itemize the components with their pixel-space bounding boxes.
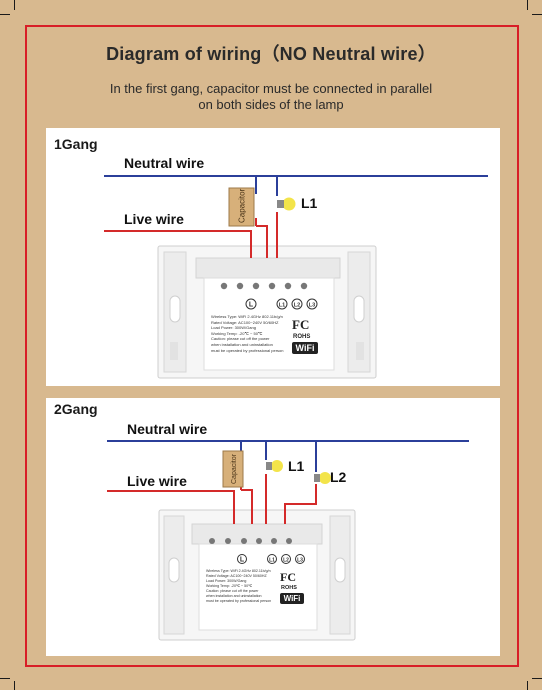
gang2-spec-line: Rated Voltage: AC100~240V 50/60HZ <box>206 574 267 578</box>
gang1-terminal-screws <box>220 282 308 290</box>
crop-mark <box>527 681 528 690</box>
gang2-neutral-label: Neutral wire <box>127 421 208 437</box>
gang1-label: 1Gang <box>54 136 98 152</box>
gang2-terminal-screws <box>209 538 292 544</box>
gang2-fc-mark: FC <box>280 570 296 584</box>
gang1-spec-line: Wireless Type: WiFi 2.4GHz 802.11b/g/n <box>211 314 283 319</box>
gang1-lamp1-icon <box>277 197 296 211</box>
gang1-spec-line: Caution: please cut off the power <box>211 336 270 342</box>
gang1-rohs-mark: ROHS <box>293 334 311 340</box>
crop-mark <box>0 14 10 15</box>
gang1-wiring-diagram: L L1 L2 L3 Capacitor <box>104 175 488 379</box>
gang2-lamp2-icon <box>314 472 331 484</box>
gang2-live-label: Live wire <box>127 473 187 489</box>
gang2-lamp1-label: L1 <box>288 458 305 474</box>
subtitle-line-2: on both sides of the lamp <box>198 97 344 112</box>
gang1-live-wire <box>104 212 278 258</box>
gang2-rohs-mark: ROHS <box>281 585 297 591</box>
gang2-capacitor: Capacitor <box>222 450 244 488</box>
crop-mark <box>14 681 15 690</box>
gang1-spec-line: when installation and uninstallation <box>211 341 273 347</box>
gang1-neutral-wire <box>104 175 488 196</box>
gang1-live-label: Live wire <box>124 211 184 227</box>
gang1-fc-mark: FC <box>292 317 310 332</box>
gang1-terminal-l3: L3 <box>309 303 315 309</box>
gang2-spec-line: Load Power: 300W/Gang <box>206 579 247 583</box>
gang1-neutral-label: Neutral wire <box>124 155 205 171</box>
gang1-terminal-l1: L1 <box>279 303 285 309</box>
gang1-switch-body <box>157 245 377 379</box>
gang1-spec-line: Rated Voltage: AC100~240V 50/60HZ <box>211 319 279 325</box>
crop-mark <box>527 0 528 10</box>
gang1-capacitor: Capacitor <box>228 187 255 227</box>
gang1-spec-text: Wireless Type: WiFi 2.4GHz 802.11b/g/n R… <box>211 314 291 353</box>
gang2-panel: 2Gang Neutral wire Live wire L1 L2 L L1 … <box>46 398 500 656</box>
gang2-terminal-l3: L3 <box>297 558 303 564</box>
gang1-capacitor-label: Capacitor <box>238 188 247 223</box>
gang2-terminal-l1: L1 <box>269 558 275 564</box>
gang1-terminal-labels: L L1 L2 L3 <box>245 298 318 310</box>
gang2-label: 2Gang <box>54 401 98 417</box>
gang2-spec-text: Wireless Type: WiFi 2.4GHz 802.11b/g/n R… <box>206 569 278 604</box>
gang1-terminal-l2: L2 <box>294 303 300 309</box>
page-title: Diagram of wiring（NO Neutral wire） <box>106 44 436 64</box>
gang2-wifi-logo: WiFi <box>280 593 304 604</box>
crop-mark <box>0 678 10 679</box>
gang2-lamp1-icon <box>266 460 283 472</box>
crop-mark <box>532 678 542 679</box>
gang1-terminal-l: L <box>249 302 254 309</box>
gang2-spec-line: Working Temp: -20℃ ~ 50℃ <box>206 584 253 588</box>
page-subtitle: In the first gang, capacitor must be con… <box>60 81 482 113</box>
gang2-spec-line: Wireless Type: WiFi 2.4GHz 802.11b/g/n <box>206 569 271 573</box>
gang2-spec-line: must be operated by professional person <box>206 599 272 603</box>
gang1-spec-line: Working Temp: -20℃ ~ 50℃ <box>211 330 263 336</box>
gang2-terminal-l: L <box>240 557 245 564</box>
gang2-lamp2-label: L2 <box>330 469 347 485</box>
gang1-spec-line: Load Power: 300W/Gang <box>211 325 256 331</box>
gang1-lamp1-label: L1 <box>301 195 318 211</box>
gang2-wiring-diagram: L L1 L2 L3 Capacitor <box>107 440 469 641</box>
gang2-terminal-labels: L L1 L2 L3 <box>237 554 305 564</box>
gang2-terminal-l2: L2 <box>283 558 289 564</box>
gang1-spec-line: must be operated by professional person <box>211 347 284 353</box>
gang2-capacitor-label: Capacitor <box>231 453 238 484</box>
crop-mark <box>14 0 15 10</box>
red-border-frame <box>25 25 519 667</box>
gang2-spec-line: when installation and uninstallation <box>206 594 262 598</box>
gang1-wifi-logo: WiFi <box>292 342 318 354</box>
gang2-spec-line: Caution: please cut off the power <box>206 589 259 593</box>
crop-mark <box>532 14 542 15</box>
subtitle-line-1: In the first gang, capacitor must be con… <box>109 81 433 96</box>
gang2-neutral-wire <box>107 440 469 472</box>
gang1-panel: 1Gang Neutral wire Live wire L1 L L1 <box>46 128 500 386</box>
